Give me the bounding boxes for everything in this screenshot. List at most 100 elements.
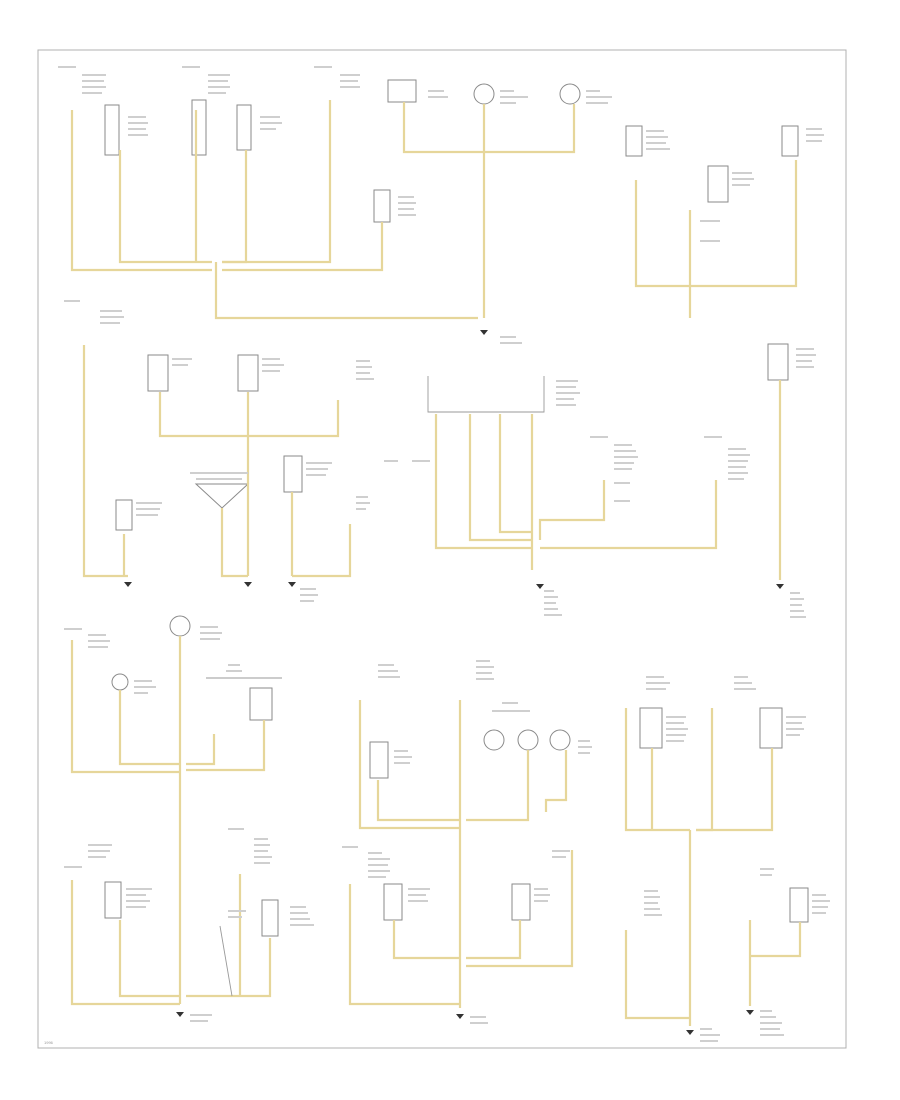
ground-wire [70,640,180,774]
ground-wire [222,150,248,264]
lamp-icon [169,615,191,637]
ground-wire [70,110,212,272]
ground-wire [468,414,532,542]
ground-wire [690,160,798,288]
ground-wire [220,508,248,578]
section-top-left [58,66,824,344]
lamp-icon [517,729,539,751]
ground-symbol [456,1014,464,1019]
connector-line [219,925,233,997]
lamp-icon [111,673,129,691]
component-box [625,125,643,157]
lamp-icon [473,83,495,105]
component-box [104,104,120,156]
component-box [236,104,252,151]
component-box [387,79,417,103]
component-box [789,887,809,923]
faint-labels [378,660,592,858]
faint-labels [64,300,374,602]
ground-wire [434,414,532,550]
lamp-icon [483,729,505,751]
ground-symbol [536,584,544,589]
faint-labels [428,90,612,344]
ground-wire [402,102,576,154]
component-box [639,707,663,749]
ground-wire [498,414,532,534]
ground-wire [376,780,460,822]
ground-wire [214,262,478,320]
component-box [373,189,391,223]
lamp-icon [559,83,581,105]
ground-symbol [746,1010,754,1015]
component-box [249,687,273,721]
section-lower-left [64,615,282,1004]
sensor-symbol [194,483,250,509]
component-box [283,455,303,493]
ground-wire [634,180,690,288]
ground-wire [118,690,180,766]
ground-wire [222,100,332,264]
component-box [707,165,729,203]
component-box [383,883,403,921]
ground-wire [348,884,460,1006]
component-box [511,883,531,921]
ground-wire [186,734,216,766]
diagram-frame [37,49,847,1049]
ground-wire [118,150,212,264]
component-box [147,354,169,392]
faint-labels [342,846,550,1024]
ground-wire [750,922,802,958]
ground-wire [466,850,574,968]
faint-labels [644,676,830,1042]
ground-wire [696,708,714,832]
ground-wire [466,920,522,960]
ground-symbol [480,330,488,335]
ground-wire [538,480,606,540]
faint-labels [58,66,416,216]
faint-labels [64,828,314,1022]
ground-symbol [176,1012,184,1017]
ground-symbol [124,582,132,587]
footer-label: 1996 [44,1040,54,1045]
component-box [104,881,122,919]
ground-wire [466,750,530,822]
ground-wire [222,222,384,272]
component-box [759,707,783,749]
ground-wire [624,708,690,832]
section-lower-right [624,676,830,1042]
ground-wire [70,880,180,1006]
lamp-icon [549,729,571,751]
ground-wire [624,930,690,1020]
component-box [781,125,799,157]
ground-wire [544,750,568,812]
ground-wire [696,748,774,832]
faint-labels [384,348,816,618]
section-lower-middle [358,660,592,858]
component-box [369,741,389,779]
section-middle-left [64,300,374,602]
section-middle-center [384,343,816,618]
component-box [237,354,259,392]
ground-wire [392,920,460,960]
ground-wire [292,524,352,578]
faint-labels [64,626,242,694]
faint-labels [646,128,824,242]
ground-symbol [244,582,252,587]
ground-wire [186,720,266,772]
ground-wire [118,920,180,998]
ground-wire [186,938,272,998]
section-bottom-middle [342,828,574,1024]
ground-symbol [776,584,784,589]
ground-symbol [686,1030,694,1035]
section-bottom-left [64,828,314,1022]
ground-symbol [288,582,296,587]
component-box [261,899,279,937]
ground-wire [358,700,460,830]
component-box [191,99,207,156]
ground-wire [540,480,718,550]
component-box [115,499,133,531]
ground-wire [82,345,128,578]
component-box [767,343,789,381]
component-bracket [427,376,545,413]
